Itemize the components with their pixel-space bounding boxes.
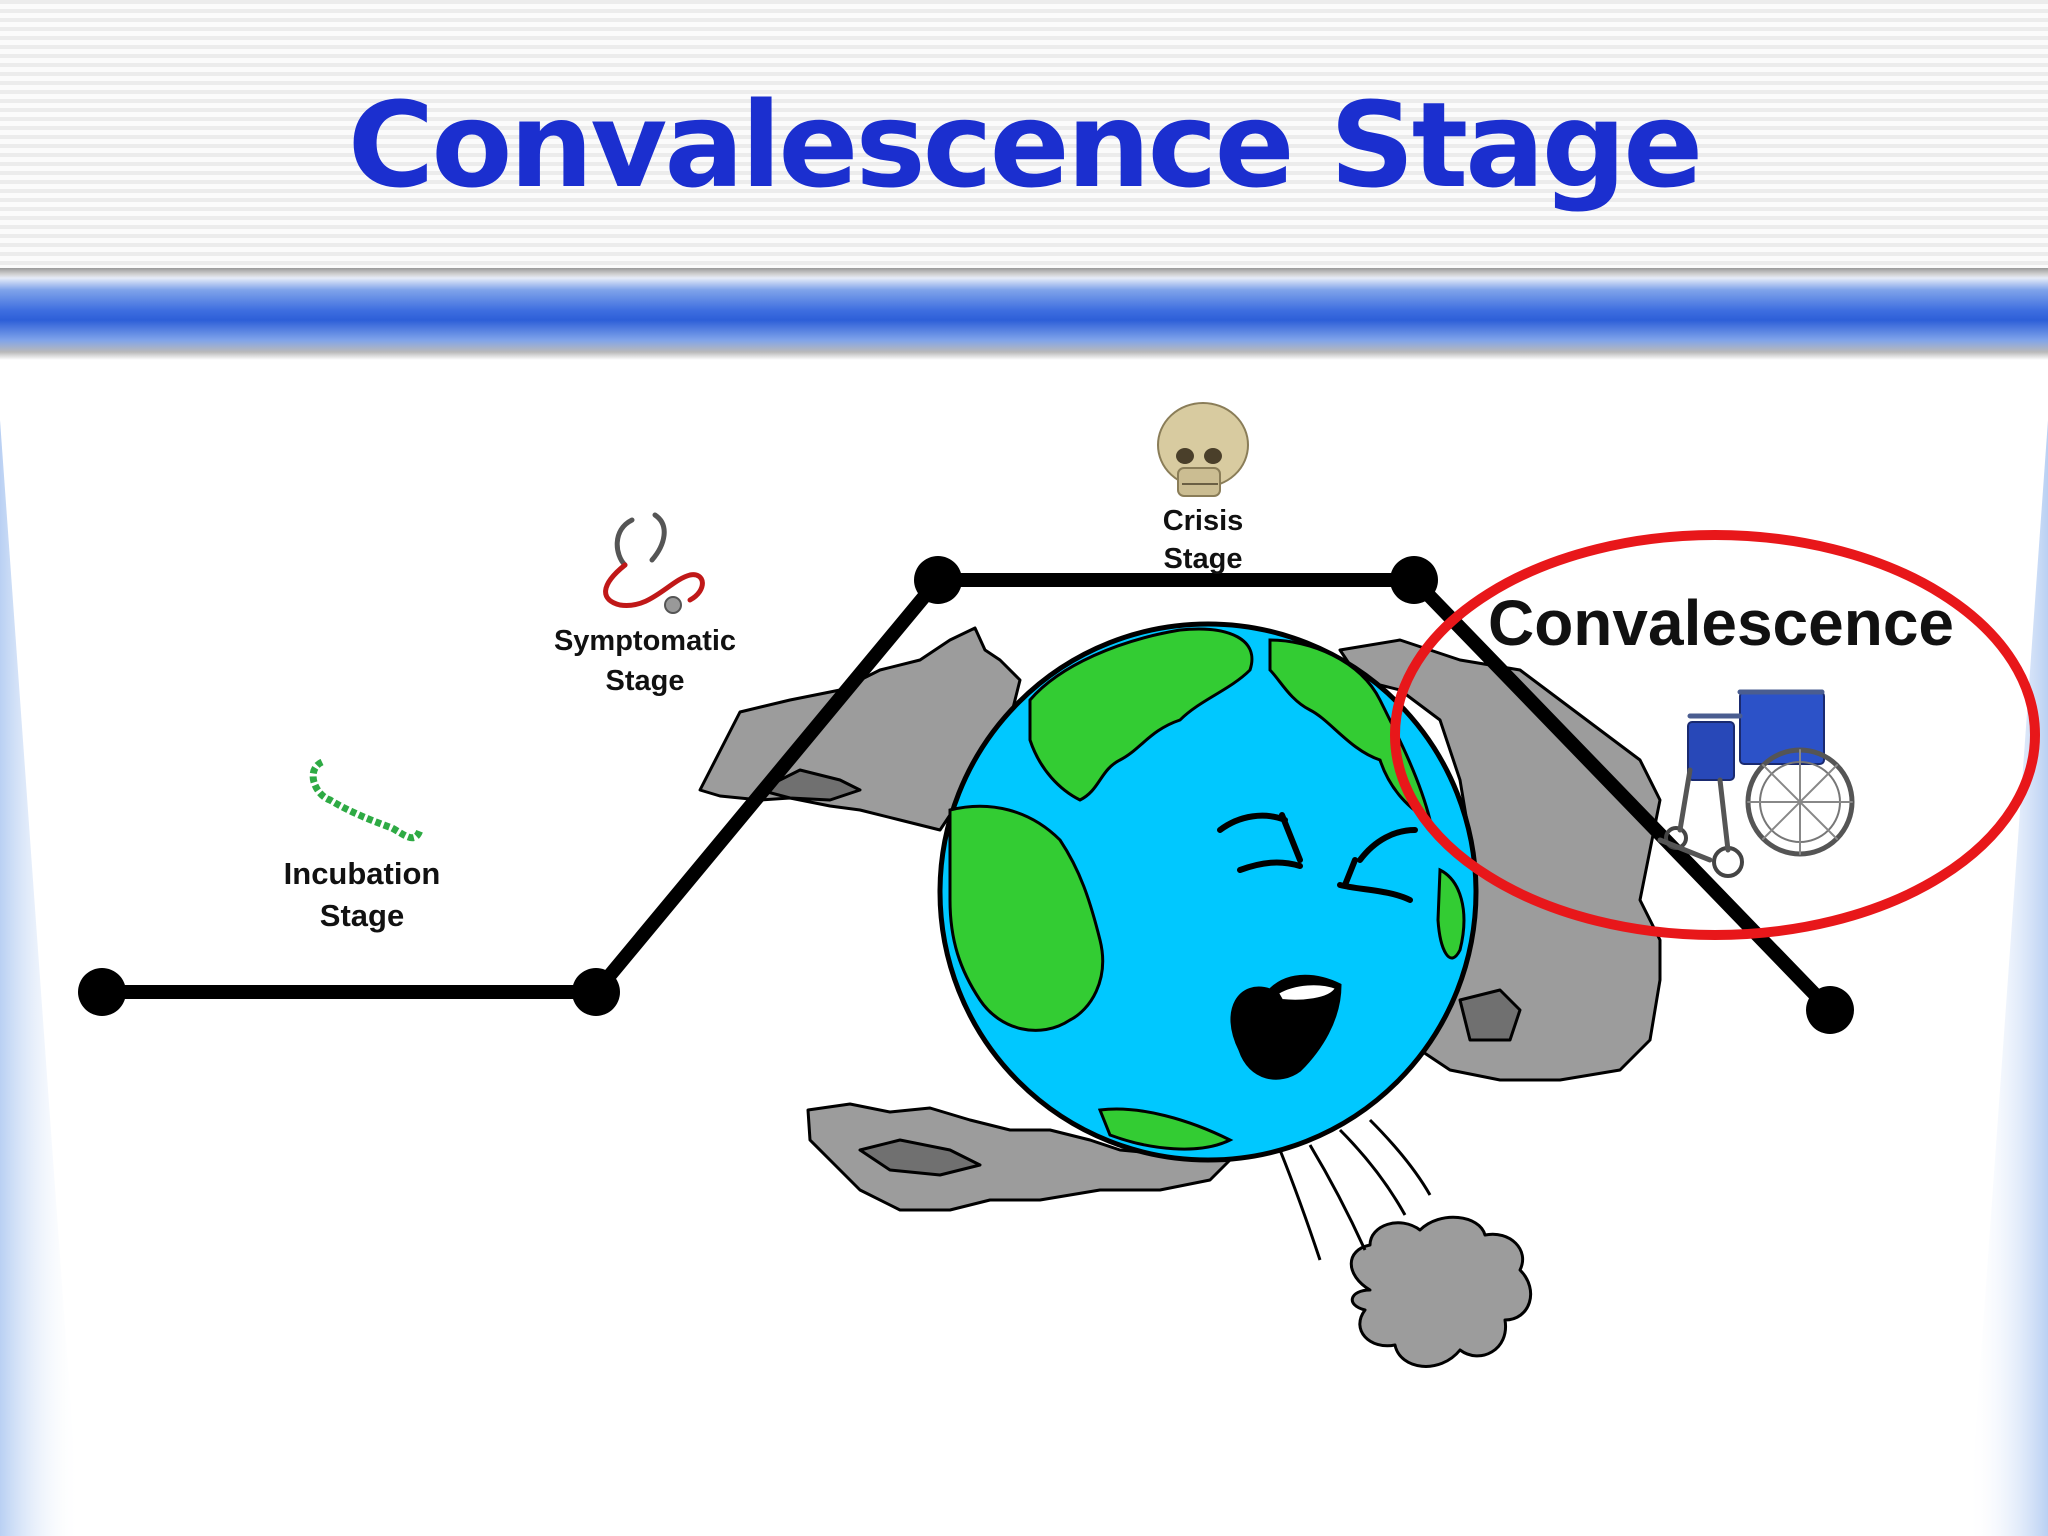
cough-line bbox=[1338, 1128, 1407, 1216]
stage-label-line2: Stage bbox=[606, 665, 685, 697]
stage-label-line1: Incubation bbox=[284, 856, 441, 891]
highlight-circle bbox=[1390, 530, 2040, 940]
cough-line bbox=[1368, 1118, 1432, 1196]
stethoscope-icon bbox=[603, 512, 705, 614]
stage-node-crisis-start bbox=[914, 556, 962, 604]
stage-symptomatic: Symptomatic Stage bbox=[554, 512, 736, 697]
stage-label-line1: Symptomatic bbox=[554, 625, 736, 657]
slide-body bbox=[0, 360, 2048, 1536]
earth-mouth-teeth bbox=[1276, 983, 1338, 1002]
stage-label-line2: Stage bbox=[320, 898, 404, 933]
stage-node-crisis-end bbox=[1390, 556, 1438, 604]
stage-nodes bbox=[78, 556, 1854, 1034]
smoke-clouds bbox=[698, 626, 1662, 1368]
earth-continent bbox=[1436, 867, 1466, 960]
stage-node-start bbox=[78, 968, 126, 1016]
stage-node-end bbox=[1806, 986, 1854, 1034]
slide-title: Convalescence Stage bbox=[347, 76, 1704, 214]
earth-eye-left bbox=[1217, 812, 1303, 873]
skull-icon bbox=[1157, 402, 1249, 497]
wheelchair-icon bbox=[1657, 689, 1855, 878]
convalescence-highlight: Convalescence bbox=[1390, 530, 2040, 940]
cough-line bbox=[1308, 1144, 1367, 1251]
smoke-puff bbox=[1349, 1215, 1533, 1368]
stage-incubation: Incubation Stage bbox=[284, 758, 441, 933]
earth-eye-right bbox=[1337, 827, 1418, 903]
earth-continent bbox=[948, 804, 1105, 1032]
stage-crisis: Crisis Stage bbox=[1157, 402, 1249, 575]
stage-label-line2: Stage bbox=[1164, 543, 1243, 575]
accent-bar bbox=[0, 268, 2048, 360]
earth-continent bbox=[1097, 1107, 1234, 1151]
smoke-cloud-left-shade bbox=[758, 768, 862, 802]
stage-node-symptomatic bbox=[572, 968, 620, 1016]
smoke-cloud-right-shade bbox=[1458, 988, 1522, 1042]
bacteria-icon bbox=[309, 758, 424, 842]
side-glow-left bbox=[0, 420, 80, 1536]
earth-continent bbox=[1028, 627, 1254, 802]
sick-earth bbox=[937, 621, 1479, 1163]
cough-lines bbox=[1278, 1118, 1432, 1261]
convalescence-label: Convalescence bbox=[1488, 587, 1954, 659]
earth-mouth bbox=[1230, 974, 1342, 1080]
header-band bbox=[0, 0, 2048, 272]
cough-line bbox=[1278, 1149, 1322, 1261]
smoke-cloud-bottom bbox=[806, 1102, 1232, 1212]
smoke-cloud-bottom-shade bbox=[858, 1138, 982, 1177]
stage-label-line1: Crisis bbox=[1163, 505, 1244, 537]
